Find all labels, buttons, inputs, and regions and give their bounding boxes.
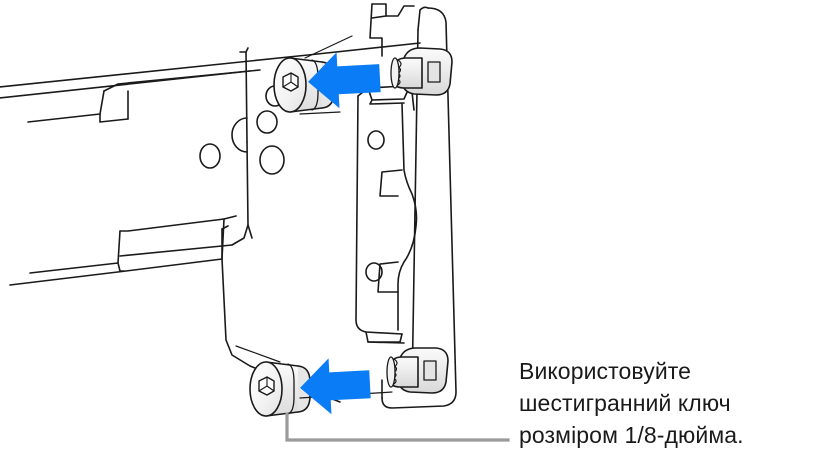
bracket-hole (199, 143, 221, 169)
bracket-hole (259, 145, 285, 175)
callout-text: Використовуйте шестигранний ключ розміро… (519, 358, 744, 448)
bracket-hole (256, 110, 278, 134)
insertion-arrow-bottom (300, 358, 371, 415)
threaded-stud-bottom (386, 347, 449, 394)
slide-rail (0, 42, 421, 286)
insertion-arrow-top (308, 52, 381, 109)
latch-plate (355, 85, 418, 344)
hex-socket-screw-bottom (249, 361, 311, 417)
latch-hole (365, 262, 383, 282)
bracket-hole-clipped (231, 117, 248, 153)
callout-leader-line (285, 412, 510, 442)
latch-hole (367, 130, 385, 150)
threaded-stud-top (390, 47, 453, 96)
